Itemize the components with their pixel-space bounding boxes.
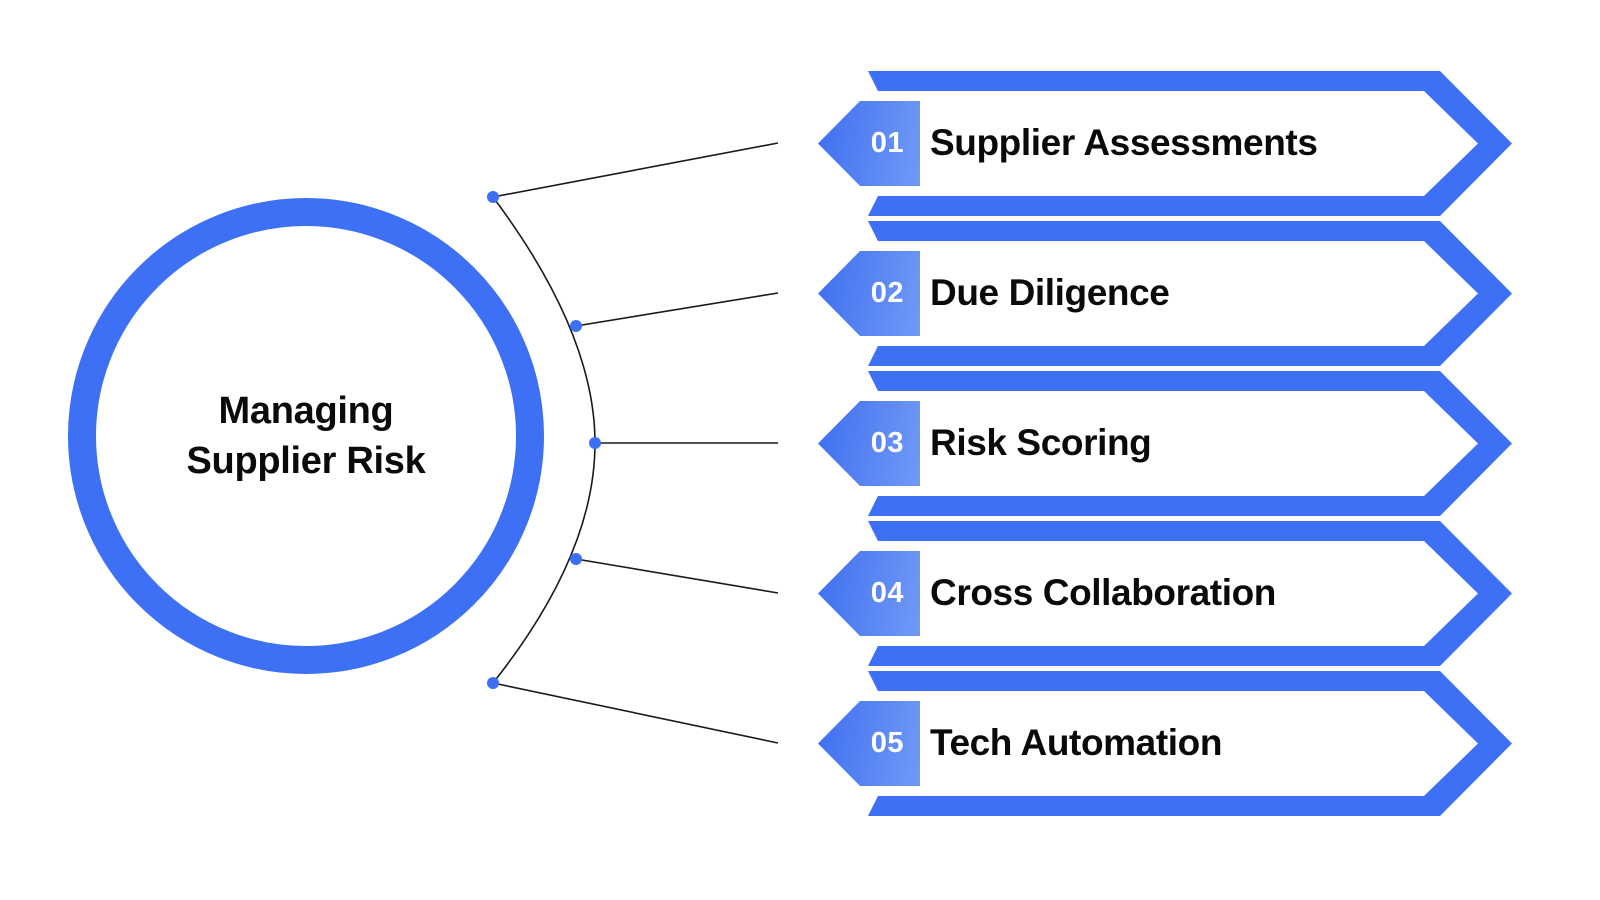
step-label-3: Risk Scoring: [930, 422, 1152, 463]
step-number-2: 02: [870, 277, 904, 309]
step-label-4: Cross Collaboration: [930, 572, 1276, 613]
step-row-4[interactable]: 04 Cross Collaboration: [0, 513, 1600, 673]
step-number-1: 01: [870, 127, 904, 159]
step-row-2[interactable]: 02 Due Diligence: [0, 213, 1600, 373]
step-row-5[interactable]: 05 Tech Automation: [0, 663, 1600, 823]
step-label-2: Due Diligence: [930, 272, 1170, 313]
step-label-1: Supplier Assessments: [930, 122, 1318, 163]
step-row-1[interactable]: 01 Supplier Assessments: [0, 63, 1600, 223]
step-number-4: 04: [870, 577, 904, 609]
step-number-5: 05: [870, 727, 904, 759]
hub-title: Managing Supplier Risk: [186, 389, 426, 482]
step-label-5: Tech Automation: [930, 722, 1223, 763]
step-row-3[interactable]: 03 Risk Scoring: [0, 363, 1600, 523]
step-number-3: 03: [870, 427, 904, 459]
